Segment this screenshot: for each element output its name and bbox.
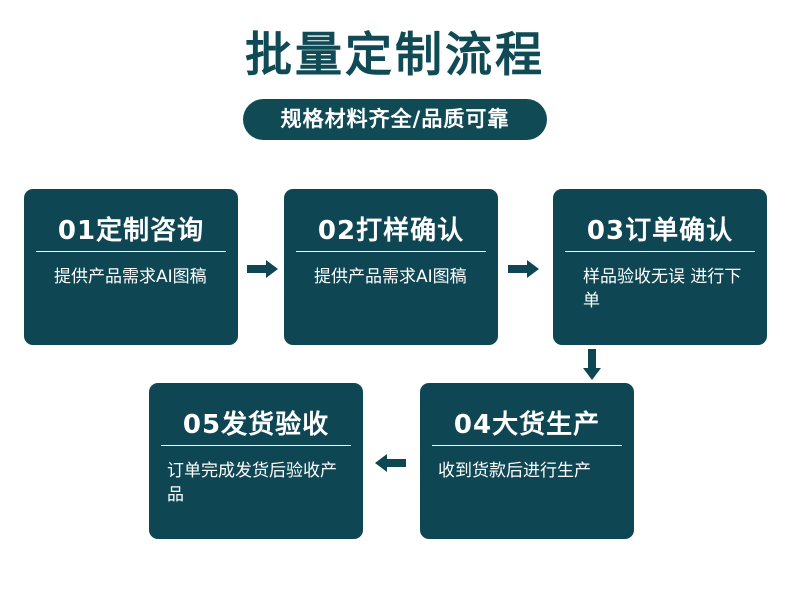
arrow-down-icon (583, 349, 601, 381)
step-description: 提供产品需求AI图稿 (314, 267, 467, 287)
step-title: 05发货验收 (161, 405, 351, 446)
step-box-03: 03订单确认 样品验收无误 进行下单 (553, 189, 767, 345)
step-title: 01定制咨询 (36, 211, 226, 252)
step-box-05: 05发货验收 订单完成发货后验收产品 (149, 383, 363, 539)
arrow-right-icon (247, 260, 279, 278)
step-box-02: 02打样确认 提供产品需求AI图稿 (284, 189, 498, 345)
step-description: 提供产品需求AI图稿 (54, 267, 207, 287)
step-title: 03订单确认 (565, 211, 755, 252)
page-title: 批量定制流程 (245, 28, 545, 83)
step-description: 样品验收无误 进行下单 (583, 267, 742, 311)
step-title: 04大货生产 (432, 405, 622, 446)
step-box-01: 01定制咨询 提供产品需求AI图稿 (24, 189, 238, 345)
step-description: 收到货款后进行生产 (438, 461, 591, 481)
step-description: 订单完成发货后验收产品 (167, 461, 337, 505)
step-title: 02打样确认 (296, 211, 486, 252)
subtitle-badge: 规格材料齐全/品质可靠 (243, 99, 547, 140)
step-box-04: 04大货生产 收到货款后进行生产 (420, 383, 634, 539)
arrow-left-icon (374, 454, 406, 472)
arrow-right-icon (508, 260, 540, 278)
